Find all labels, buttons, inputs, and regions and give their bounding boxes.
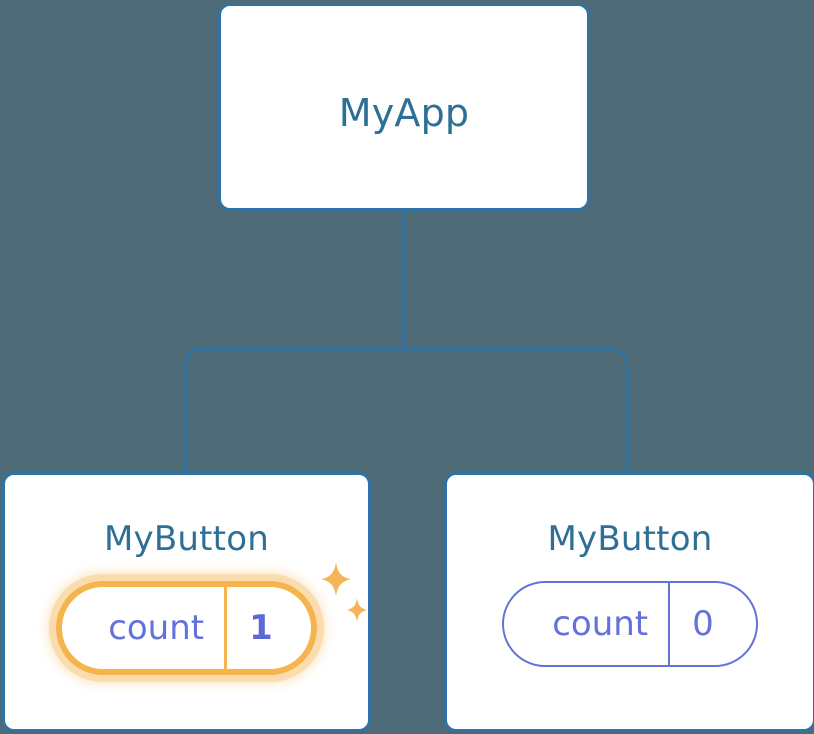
state-badge-count-updated[interactable]: count 1 [56, 581, 317, 675]
state-badge-row: count 1 [5, 581, 368, 675]
component-title: MyButton [104, 519, 269, 559]
state-badge-value: 0 [668, 583, 756, 665]
state-badge-row: count 0 [447, 581, 813, 667]
state-badge-key: count [108, 608, 205, 648]
state-badge-key: count [552, 604, 649, 644]
component-card-myapp[interactable]: MyApp [218, 3, 590, 211]
connector-branch-left [184, 347, 404, 473]
component-card-mybutton-1[interactable]: MyButton count 0 [444, 472, 814, 732]
connector-branch-right [404, 347, 629, 473]
component-card-mybutton-0[interactable]: MyButton count 1 [2, 472, 371, 732]
state-badge-count[interactable]: count 0 [502, 581, 758, 667]
component-title: MyButton [547, 519, 713, 559]
state-badge-value: 1 [224, 587, 311, 669]
component-title: MyApp [338, 91, 470, 135]
